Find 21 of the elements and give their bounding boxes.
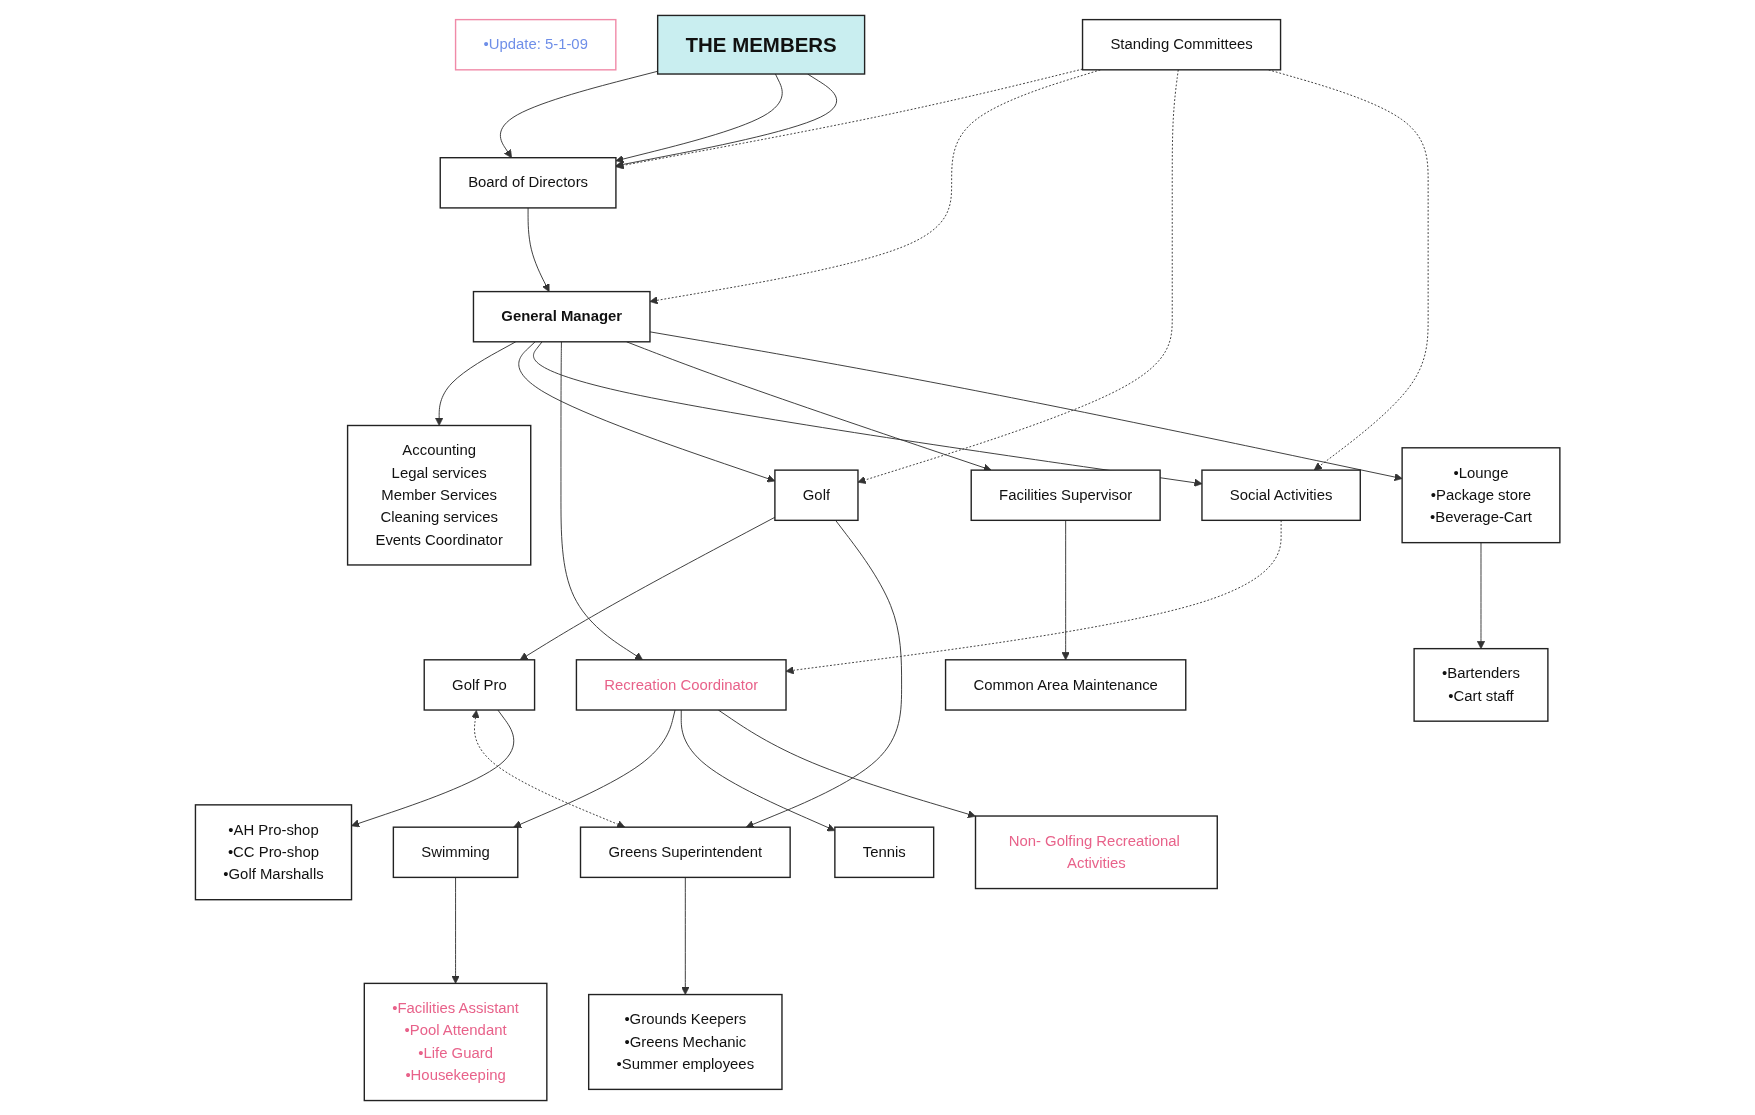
node-box: •Grounds Keepers •Greens Mechanic •Summer employees <box>587 993 783 1090</box>
node-box: Non- Golfing Recreational Activities <box>974 814 1218 889</box>
node-box: Standing Committees <box>1081 18 1282 71</box>
node-box: •AH Pro-shop •CC Pro-shop •Golf Marshalls <box>194 803 353 900</box>
node-box: Common Area Maintenance <box>944 658 1187 711</box>
node-box: Swimming <box>392 826 519 878</box>
node-box: Facilities Supervisor <box>970 468 1161 521</box>
node-box: Greens Superintendent <box>579 826 791 878</box>
node-box: Golf <box>774 468 859 521</box>
node-box: •Update: 5-1-09 <box>454 18 617 71</box>
node-box: Accounting Legal services Member Services Cleaning services Events Coordinator <box>346 424 532 566</box>
node-box: •Lounge •Package store •Beverage-Cart <box>1401 446 1561 543</box>
node-box: Golf Pro <box>423 658 536 711</box>
node-box: Recreation Coordinator <box>575 658 787 711</box>
node-box: Tennis <box>834 826 935 878</box>
node-box: Board of Directors <box>439 156 617 209</box>
node-box: General Manager <box>472 290 651 342</box>
node-box: •Bartenders •Cart staff <box>1413 647 1549 722</box>
node-box: •Facilities Assistant •Pool Attendant •Life Guard •Housekeeping <box>363 982 548 1101</box>
node-box: THE MEMBERS <box>656 14 866 75</box>
node-box: Social Activities <box>1201 468 1361 521</box>
